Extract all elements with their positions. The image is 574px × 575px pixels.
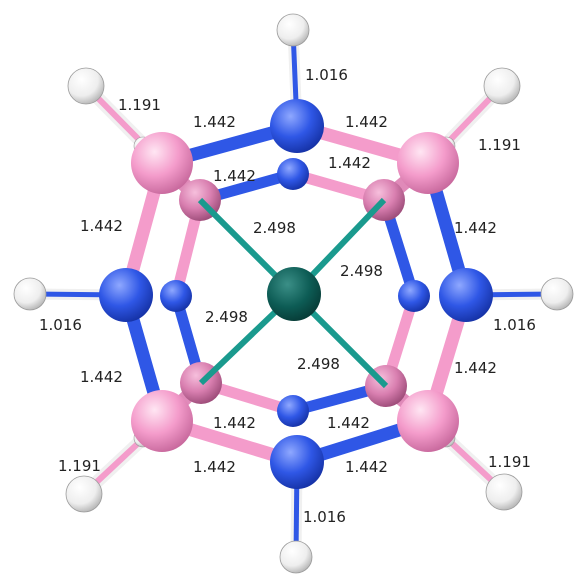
label-bn-tr-outer: 1.442	[345, 113, 388, 131]
label-bh-br: 1.191	[488, 453, 531, 471]
atom-n-inner-right	[398, 280, 430, 312]
atom-b-outer-br	[397, 390, 459, 452]
label-nh-right: 1.016	[493, 316, 536, 334]
atom-h-right	[540, 277, 574, 311]
label-metal-br: 2.498	[297, 355, 340, 373]
label-nh-top: 1.016	[305, 66, 348, 84]
label-bn-left-lower: 1.442	[80, 368, 123, 386]
atom-b-outer-tr	[397, 132, 459, 194]
atom-n-inner-bottom	[277, 395, 309, 427]
atom-n-outer-top	[270, 99, 324, 153]
label-bn-tl-outer: 1.442	[193, 113, 236, 131]
label-bn-br-inner: 1.442	[327, 414, 370, 432]
atom-h-br	[485, 473, 523, 511]
label-bn-right-upper: 1.442	[454, 219, 497, 237]
atom-n-inner-left	[160, 280, 192, 312]
atom-h-tl	[67, 67, 105, 105]
atom-b-outer-bl	[131, 390, 193, 452]
atom-h-tr	[483, 67, 521, 105]
bond-length-labels: 1.016 1.191 1.442 1.442 1.191 1.442 1.44…	[39, 66, 536, 526]
label-metal-tl: 2.498	[253, 219, 296, 237]
label-bn-br-outer: 1.442	[345, 458, 388, 476]
atom-metal-center	[267, 267, 321, 321]
atom-h-left	[13, 277, 47, 311]
label-bn-tl-inner: 1.442	[213, 167, 256, 185]
atom-h-top	[276, 13, 310, 47]
label-bh-tr: 1.191	[478, 136, 521, 154]
label-nh-left: 1.016	[39, 316, 82, 334]
atom-b-outer-tl	[131, 132, 193, 194]
label-bn-bl-outer: 1.442	[193, 458, 236, 476]
outer-ring-atoms	[99, 99, 493, 489]
label-bn-right-lower: 1.442	[454, 359, 497, 377]
label-metal-bl: 2.498	[205, 308, 248, 326]
atom-n-outer-right	[439, 268, 493, 322]
atom-n-outer-left	[99, 268, 153, 322]
label-metal-tr: 2.498	[340, 262, 383, 280]
label-bh-bl: 1.191	[58, 457, 101, 475]
label-bn-bl-inner: 1.442	[213, 414, 256, 432]
label-nh-bottom: 1.016	[303, 508, 346, 526]
label-bh-tl: 1.191	[118, 96, 161, 114]
atom-n-inner-top	[277, 158, 309, 190]
label-bn-left-upper: 1.442	[80, 217, 123, 235]
atom-h-bl	[65, 475, 103, 513]
atom-h-bottom	[279, 540, 313, 574]
label-bn-tr-inner: 1.442	[328, 154, 371, 172]
atom-n-outer-bottom	[270, 435, 324, 489]
